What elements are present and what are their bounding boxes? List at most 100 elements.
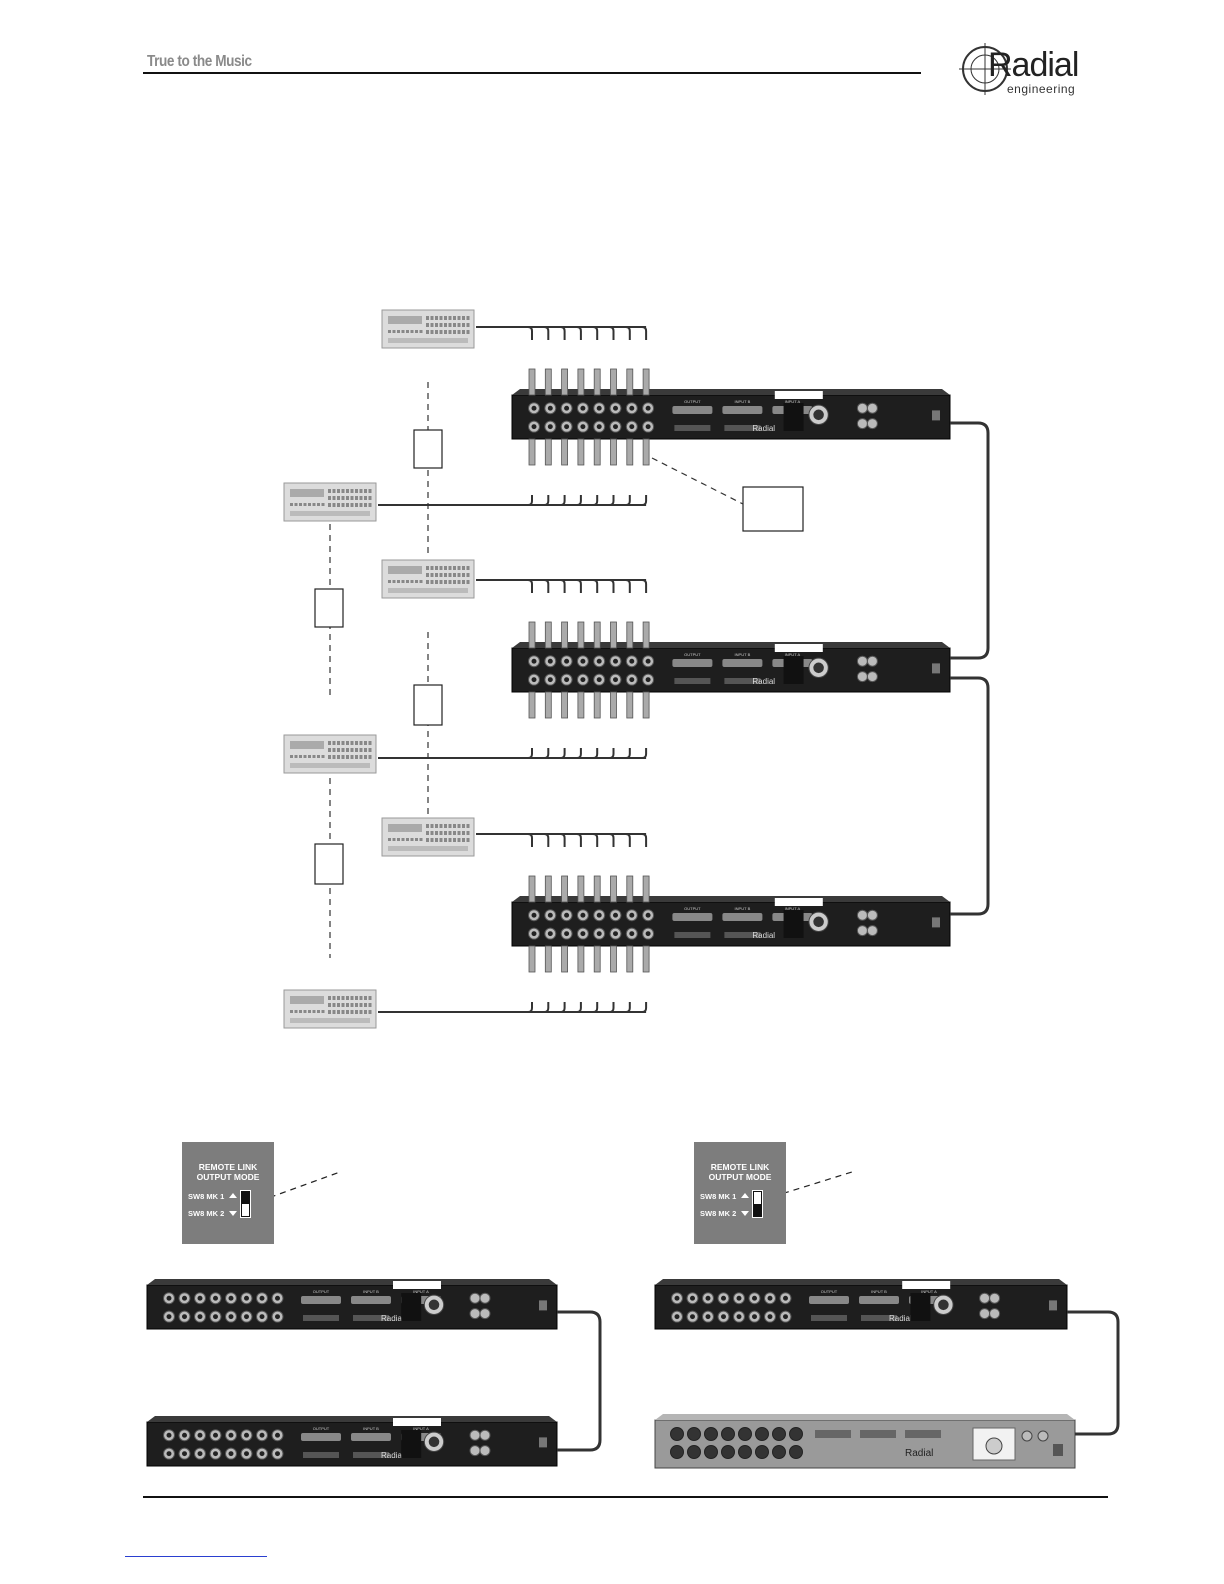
cable-line	[609, 833, 615, 847]
section-label: INPUT A	[413, 1289, 429, 1294]
power-inlet	[1053, 1444, 1063, 1456]
dsub-connector	[722, 659, 763, 667]
link-jack	[866, 925, 878, 937]
rack-brand: Radial	[889, 1314, 912, 1323]
recorder-button	[457, 330, 461, 334]
recorder-button	[308, 1010, 311, 1013]
callout-box	[314, 588, 344, 628]
option-sw8-mk1-label: SW8 MK 1	[700, 1192, 737, 1201]
recorder-button	[332, 496, 336, 500]
cable-plug	[593, 621, 601, 649]
cable-line	[560, 1002, 566, 1013]
recorder-button	[368, 755, 372, 759]
jack-hole	[674, 1295, 680, 1301]
jack-hole	[629, 405, 635, 411]
jack-hole	[228, 1451, 234, 1457]
jack-hole	[690, 1295, 695, 1301]
jack-hole	[674, 1314, 680, 1320]
cable-line	[625, 326, 631, 340]
jack-hole	[645, 677, 651, 683]
mode-switch[interactable]	[752, 1190, 763, 1218]
rack-label-plate	[902, 1281, 951, 1289]
jack-hole	[244, 1295, 249, 1301]
cable-line	[576, 579, 582, 593]
jack-hole	[275, 1451, 280, 1457]
recorder-button	[350, 1003, 354, 1007]
cable-line	[544, 579, 550, 593]
recorder-button	[439, 330, 443, 334]
jack-socket	[704, 1445, 718, 1459]
recorder-button	[337, 496, 340, 500]
jack-hole	[736, 1314, 742, 1320]
jack-socket	[704, 1427, 718, 1441]
power-inlet	[539, 1300, 547, 1311]
arrow-down-icon	[229, 1211, 237, 1216]
recorder-button	[355, 741, 358, 745]
rack-brand: Radial	[752, 424, 775, 433]
recorder-button	[350, 996, 354, 1000]
cable-plug	[528, 945, 536, 973]
recorder-button	[466, 838, 470, 842]
jack-hole	[705, 1314, 711, 1320]
recorder-button	[448, 573, 452, 577]
cable-line	[544, 495, 550, 506]
recorder-button	[368, 503, 372, 507]
cable-plug	[561, 945, 568, 973]
recorder-button	[346, 748, 349, 752]
example-right-bottom-unit: Radial	[654, 1414, 1076, 1469]
recorder-button	[346, 1003, 349, 1007]
recorder-button	[435, 566, 438, 570]
recorder-button	[435, 580, 438, 584]
recorder-button	[439, 573, 443, 577]
recorder-button	[337, 1010, 340, 1014]
jack-socket	[721, 1445, 735, 1459]
cable-plug	[642, 621, 650, 649]
cable-plug	[610, 691, 617, 719]
recorder-button	[359, 741, 363, 745]
recorder-button	[448, 566, 452, 570]
cable-plug	[626, 438, 634, 466]
dsub-connector	[722, 913, 763, 921]
recorder-button	[397, 330, 400, 333]
mode-switch[interactable]	[240, 1190, 251, 1218]
recorder-button	[312, 503, 316, 506]
footer-link-underline[interactable]	[125, 1556, 267, 1557]
cable-plug	[544, 875, 552, 903]
cable-line	[609, 579, 615, 593]
jack-hole	[275, 1314, 280, 1320]
jack-hole	[690, 1314, 695, 1320]
cable-line	[560, 579, 566, 593]
recorder-button	[317, 755, 320, 758]
recorder-button	[457, 838, 461, 842]
cable-line	[625, 495, 631, 506]
jack-hole	[580, 405, 586, 411]
recorder-button	[462, 323, 465, 327]
recorder-button	[299, 1010, 302, 1013]
jack-hole	[752, 1314, 757, 1320]
cable-line	[527, 1002, 533, 1013]
recorder-button	[321, 755, 325, 758]
recorder-button	[419, 580, 423, 583]
section-label: OUTPUT	[684, 906, 701, 911]
recorder-button	[299, 503, 302, 506]
recorder-button	[355, 755, 358, 759]
recorder-button	[332, 1003, 336, 1007]
cable-plug	[577, 875, 585, 903]
recorder-button	[466, 573, 470, 577]
cable-line	[609, 326, 615, 340]
control-block	[783, 656, 804, 684]
cable-line	[642, 1002, 648, 1013]
jack-socket	[772, 1445, 786, 1459]
example-link-cable-left	[557, 1310, 602, 1452]
logo-crosshair-icon	[959, 43, 1011, 95]
rack-info-block	[303, 1315, 339, 1321]
recorder-button	[415, 580, 418, 583]
link-jack	[856, 655, 868, 667]
link-jack	[479, 1292, 491, 1304]
recorder-button	[453, 824, 456, 828]
recorder-button	[444, 831, 447, 835]
recorder-button	[444, 316, 447, 320]
cable-plug	[593, 945, 601, 973]
